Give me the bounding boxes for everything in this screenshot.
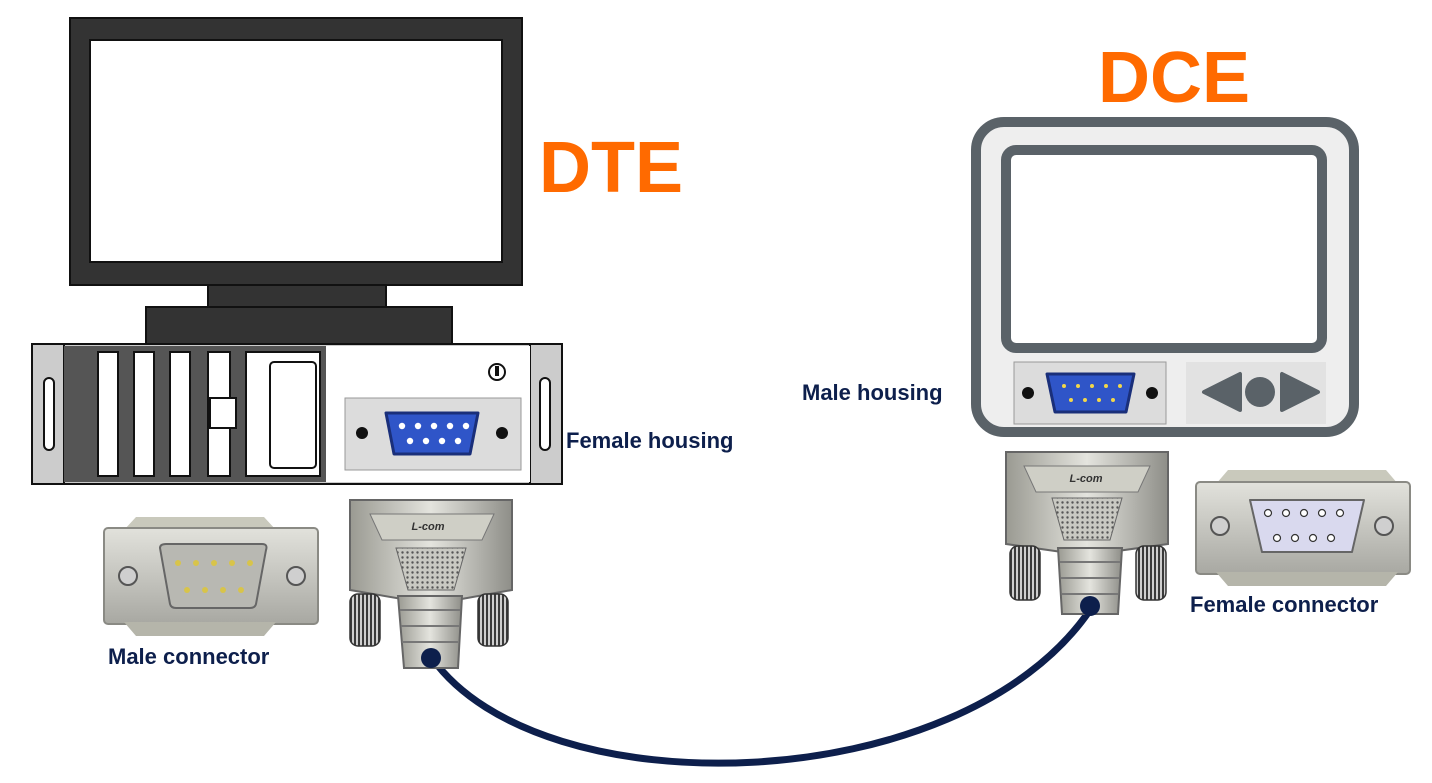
monitor-neck bbox=[207, 284, 387, 310]
dte-label: DTE bbox=[539, 128, 683, 208]
female-connector-label: Female connector bbox=[1190, 592, 1379, 617]
circle-button-icon bbox=[1245, 377, 1275, 407]
dce-screen bbox=[1001, 145, 1327, 353]
thumbscrew-left bbox=[1009, 545, 1041, 601]
dte-computer bbox=[31, 17, 563, 485]
left-arrow-icon bbox=[1202, 372, 1242, 412]
female-port-dte bbox=[344, 397, 522, 471]
drive-slot bbox=[97, 351, 119, 477]
serial-cable bbox=[428, 606, 1094, 767]
male-connector-label: Male connector bbox=[108, 644, 270, 669]
thumbscrew-right bbox=[477, 593, 509, 647]
monitor-screen bbox=[89, 39, 503, 263]
right-arrow-icon bbox=[1280, 372, 1320, 412]
brand-logo: L-com bbox=[1070, 473, 1103, 485]
cable-plug-left: L-com bbox=[349, 499, 513, 669]
drive-slot bbox=[169, 351, 191, 477]
drive-slot bbox=[133, 351, 155, 477]
monitor-base bbox=[145, 306, 453, 346]
male-housing-label: Male housing bbox=[802, 380, 943, 405]
female-housing-label: Female housing bbox=[566, 428, 734, 453]
female-connector-image bbox=[1195, 470, 1411, 586]
dce-label: DCE bbox=[1098, 38, 1251, 118]
dce-control-buttons bbox=[1186, 362, 1326, 424]
thumbscrew-right bbox=[1135, 545, 1167, 601]
male-connector-image bbox=[103, 517, 319, 636]
brand-logo: L-com bbox=[412, 521, 445, 533]
thumbscrew-left bbox=[349, 593, 381, 647]
cable-plug-right: L-com bbox=[1005, 451, 1169, 616]
dce-device bbox=[971, 117, 1359, 437]
male-port-dce bbox=[1013, 361, 1167, 425]
